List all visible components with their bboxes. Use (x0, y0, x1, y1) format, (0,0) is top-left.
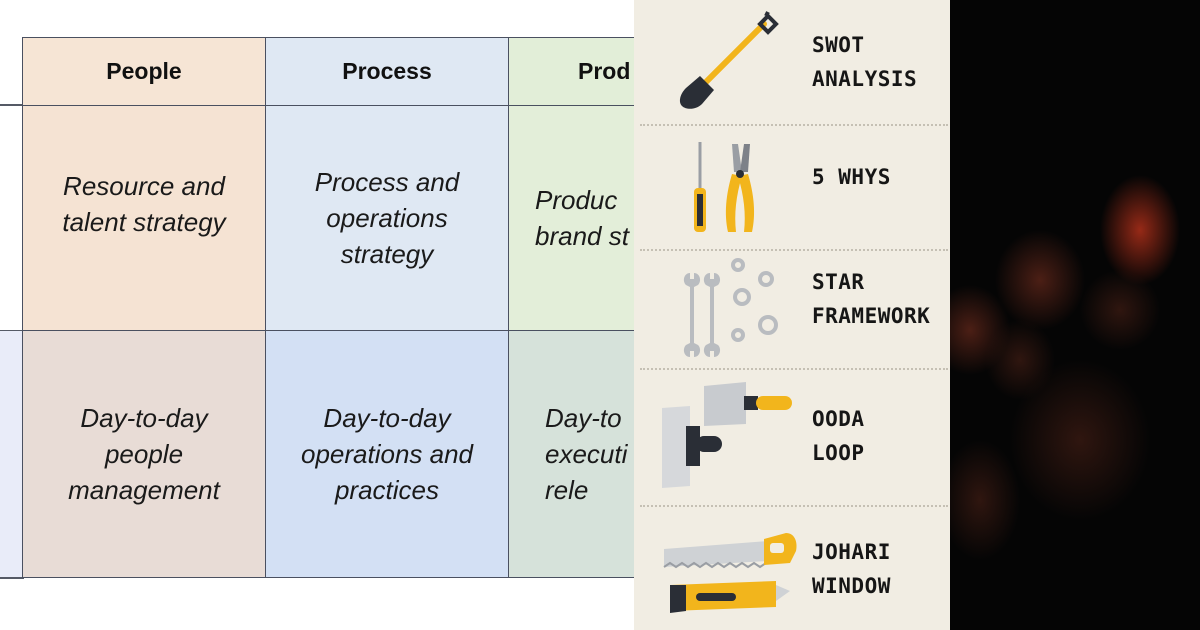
tool-label-line: 5 WHYS (812, 165, 891, 189)
tool-label-line: SWOT (812, 33, 865, 57)
cell-text: Day-to executi rele (545, 403, 628, 505)
frameworks-tools-list: SWOT ANALYSIS 5 WHYS (634, 0, 950, 630)
cell-text: Day-to-day operations and practices (300, 403, 474, 505)
tool-label-line: ANALYSIS (812, 67, 918, 91)
cell-text: Day-to-day people management (68, 403, 220, 505)
tool-item-johari-window: JOHARI WINDOW (634, 505, 950, 630)
shovel-icon (679, 11, 779, 109)
divider (640, 124, 948, 126)
tool-label-line: OODA (812, 407, 865, 431)
tool-label: STAR FRAMEWORK (812, 265, 930, 333)
row-label-strip (0, 330, 22, 578)
tool-item-swot-analysis: SWOT ANALYSIS (634, 0, 950, 124)
tool-item-star-framework: STAR FRAMEWORK (634, 249, 950, 368)
tool-label-line: STAR (812, 270, 865, 294)
tool-label-line: FRAMEWORK (812, 304, 931, 328)
tool-item-5-whys: 5 WHYS (634, 124, 950, 249)
tool-label-line: JOHARI (812, 540, 891, 564)
header-product-text: Prod (578, 58, 631, 84)
row-divider-top (0, 104, 24, 106)
dark-crowd-photo (950, 0, 1200, 630)
tool-label: 5 WHYS (812, 160, 891, 194)
tool-item-ooda-loop: OODA LOOP (634, 368, 950, 505)
header-people: People (22, 37, 266, 106)
tool-label-line: LOOP (812, 441, 865, 465)
tool-label-line: WINDOW (812, 574, 891, 598)
tool-label: OODA LOOP (812, 402, 865, 470)
cell-resource-talent-strategy: Resource and talent strategy (22, 105, 266, 331)
divider (640, 368, 948, 370)
cell-process-operations-strategy: Process and operations strategy (265, 105, 509, 331)
row-divider-bottom (0, 577, 24, 579)
tool-label: JOHARI WINDOW (812, 535, 891, 603)
cell-text: Produc brand st (535, 185, 629, 251)
screwdriver-pliers-icon (694, 142, 755, 232)
scrapers-icon (662, 382, 792, 488)
wrenches-gears-icon (683, 258, 778, 357)
cell-people-management: Day-to-day people management (22, 330, 266, 578)
tool-label: SWOT ANALYSIS (812, 28, 917, 96)
operating-model-table: People Process Prod Resource and talent … (0, 37, 634, 579)
photo-image (950, 0, 1200, 630)
divider (640, 249, 948, 251)
header-product: Prod (508, 37, 634, 106)
cell-operations-practices: Day-to-day operations and practices (265, 330, 509, 578)
cell-product-execution-release: Day-to executi rele (508, 330, 634, 578)
cell-text: Process and operations strategy (314, 167, 460, 269)
saw-cutter-icon (663, 533, 797, 613)
cell-text: Resource and talent strategy (62, 171, 226, 237)
divider (640, 505, 948, 507)
cell-product-brand-strategy: Produc brand st (508, 105, 634, 331)
header-process: Process (265, 37, 509, 106)
